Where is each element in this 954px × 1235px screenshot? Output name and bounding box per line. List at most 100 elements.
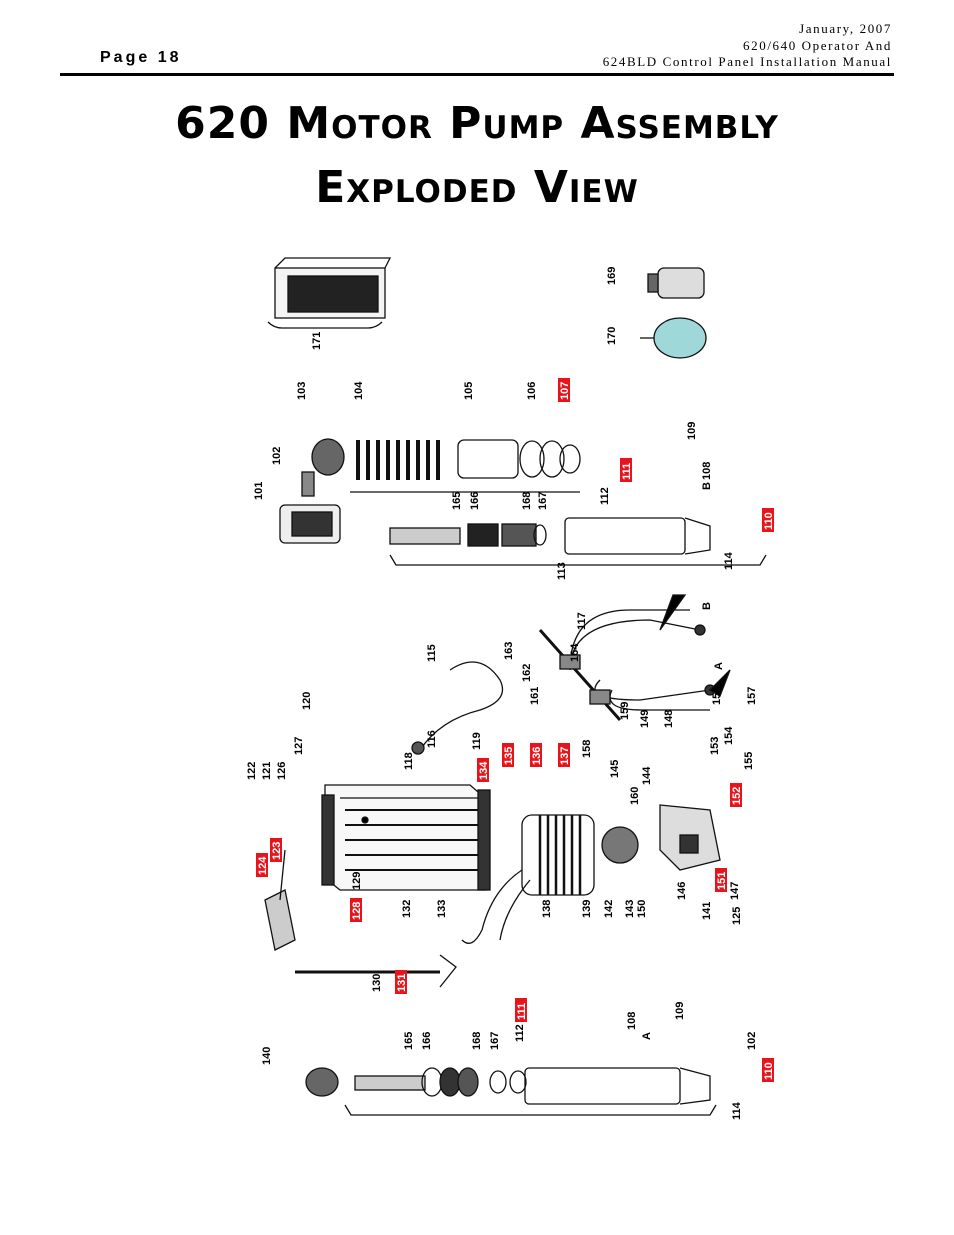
svg-text:154: 154 (723, 726, 735, 745)
callout-144: 144 (641, 766, 653, 785)
svg-text:167: 167 (537, 492, 549, 510)
svg-text:112: 112 (599, 487, 611, 505)
svg-text:117: 117 (576, 612, 588, 630)
callout-111b: 111 (515, 998, 528, 1022)
callout-141: 141 (701, 902, 713, 920)
callout-103: 103 (296, 382, 308, 400)
svg-text:169: 169 (606, 267, 618, 285)
header-date: January, 2007 (799, 21, 892, 36)
callout-117: 117 (576, 612, 588, 630)
svg-text:114: 114 (731, 1101, 743, 1120)
svg-text:149: 149 (639, 710, 651, 728)
callout-107: 107 (558, 378, 571, 402)
svg-text:142: 142 (603, 900, 615, 918)
callout-112b: 112 (514, 1024, 526, 1042)
svg-text:113: 113 (556, 562, 568, 580)
callout-162: 162 (521, 664, 533, 682)
callout-152: 152 (730, 783, 743, 807)
header-manual-line1: 620/640 Operator And (743, 37, 892, 53)
callout-147: 147 (729, 882, 741, 900)
svg-text:162: 162 (521, 664, 533, 682)
svg-text:170: 170 (606, 327, 618, 345)
svg-text:110: 110 (763, 1062, 775, 1080)
callout-121: 121 (261, 762, 273, 780)
svg-text:145: 145 (609, 760, 621, 778)
svg-text:122: 122 (246, 762, 258, 780)
callout-145: 145 (609, 760, 621, 778)
svg-text:125: 125 (731, 907, 743, 925)
svg-text:127: 127 (293, 737, 305, 755)
callout-113: 113 (556, 562, 568, 580)
svg-text:137: 137 (559, 747, 571, 765)
svg-text:171: 171 (311, 332, 323, 350)
callout-148: 148 (663, 710, 675, 728)
svg-text:107: 107 (559, 382, 571, 400)
svg-text:139: 139 (581, 900, 593, 918)
svg-text:106: 106 (526, 382, 538, 400)
callout-122: 122 (246, 762, 258, 780)
svg-text:143: 143 (624, 900, 636, 918)
callout-125: 125 (731, 907, 743, 925)
svg-text:163: 163 (503, 642, 515, 660)
callout-115: 115 (426, 644, 438, 662)
svg-text:140: 140 (261, 1047, 273, 1065)
callout-169: 169 (606, 267, 618, 285)
callout-132: 132 (401, 900, 413, 918)
letter-callout-3: A (641, 1032, 653, 1040)
callout-133: 133 (436, 900, 448, 918)
svg-text:110: 110 (763, 512, 775, 530)
svg-text:146: 146 (676, 882, 688, 900)
svg-text:119: 119 (471, 732, 483, 750)
title-line1: 620 Motor Pump Assembly (175, 98, 779, 149)
callout-135: 135 (502, 743, 515, 767)
svg-text:144: 144 (641, 766, 653, 785)
svg-text:151: 151 (716, 872, 728, 890)
svg-text:129: 129 (351, 872, 363, 890)
callout-123: 123 (270, 838, 283, 862)
callout-104: 104 (353, 381, 365, 400)
svg-text:156: 156 (711, 687, 723, 705)
callout-150: 150 (636, 900, 648, 918)
svg-text:136: 136 (531, 747, 543, 765)
callout-124: 124 (256, 853, 269, 877)
svg-text:141: 141 (701, 902, 713, 920)
callout-151: 151 (715, 868, 728, 892)
svg-text:165: 165 (403, 1032, 415, 1050)
callout-110b: 110 (762, 1058, 775, 1082)
callout-127: 127 (293, 737, 305, 755)
svg-text:121: 121 (261, 762, 273, 780)
callout-159: 159 (619, 702, 631, 720)
callout-161: 161 (529, 687, 541, 705)
callout-140: 140 (261, 1047, 273, 1065)
svg-text:134: 134 (478, 761, 490, 780)
svg-text:160: 160 (629, 787, 641, 805)
callout-116: 116 (426, 730, 438, 748)
control-box-171 (267, 257, 392, 329)
callout-101: 101 (253, 482, 265, 500)
svg-text:153: 153 (709, 737, 721, 755)
letter-callout-0: A (713, 662, 725, 670)
svg-text:102: 102 (746, 1032, 758, 1050)
exploded-view-diagram: 101 102 103 104 105 106 107 108 109 110 111 112 113 1… (246, 257, 775, 1120)
header-manual-line2: 624BLD Control Panel Installation Manual (602, 54, 892, 69)
svg-text:158: 158 (581, 740, 593, 758)
svg-text:109: 109 (686, 422, 698, 440)
svg-text:102: 102 (271, 447, 283, 465)
page-title: 620 Motor Pump Assembly Exploded View (0, 92, 954, 220)
callout-163: 163 (503, 642, 515, 660)
svg-text:164: 164 (569, 643, 581, 662)
svg-text:103: 103 (296, 382, 308, 400)
svg-text:105: 105 (463, 382, 475, 400)
svg-text:111: 111 (516, 1003, 528, 1020)
svg-text:109: 109 (674, 1002, 686, 1020)
callout-166b: 166 (421, 1032, 433, 1050)
callout-164: 164 (569, 643, 581, 662)
svg-text:114: 114 (723, 551, 735, 570)
svg-text:165: 165 (451, 492, 463, 510)
svg-text:135: 135 (503, 747, 515, 765)
header-rule (60, 73, 894, 76)
callout-143: 143 (624, 900, 636, 918)
callout-108: 108 (701, 462, 713, 480)
callout-120: 120 (301, 692, 313, 710)
callout-112: 112 (599, 487, 611, 505)
